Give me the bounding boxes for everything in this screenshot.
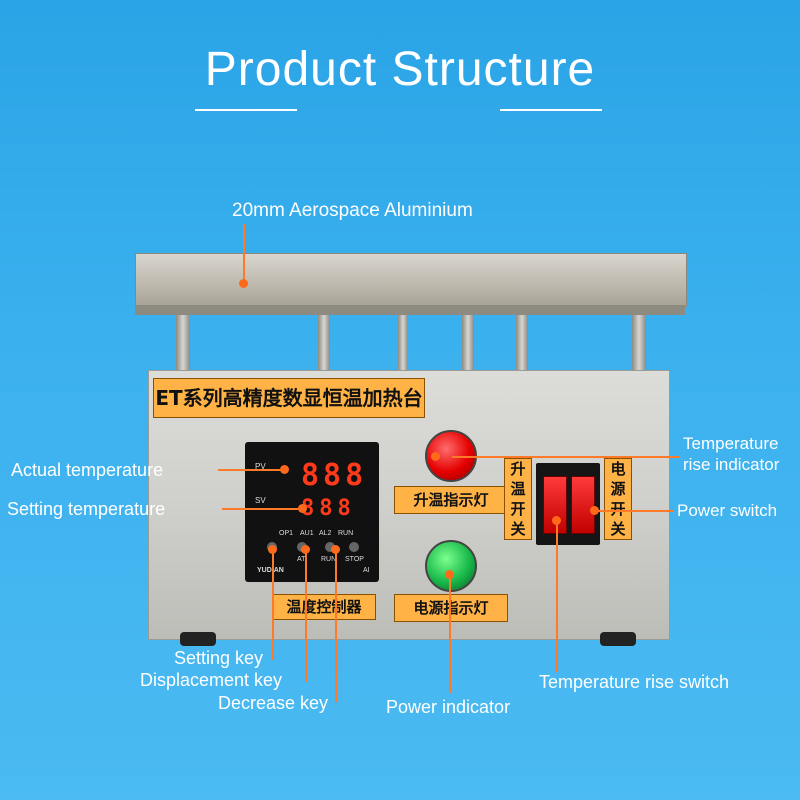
model-label: AI: [363, 567, 370, 574]
label-power-indicator: Power indicator: [386, 697, 511, 717]
support-post: [462, 310, 474, 370]
title-underline-left: [195, 109, 297, 111]
heat-indicator-label: 升温指示灯: [394, 486, 508, 514]
callout-line-power-switch: [594, 510, 674, 512]
label-setting-key: Setting key: [174, 648, 264, 668]
support-post: [318, 310, 330, 370]
label-decrease-key: Decrease key: [218, 693, 329, 713]
callout-line-actual-temp: [218, 469, 282, 471]
label-power-switch: Power switch: [677, 501, 778, 520]
callout-dot-temp-rise-indicator: [431, 452, 440, 461]
controller-label: 温度控制器: [272, 594, 376, 620]
callout-line-setting-key: [272, 550, 274, 660]
callout-dot-displacement-key: [301, 545, 310, 554]
run-key-label: RUN: [321, 556, 337, 563]
temperature-rise-switch[interactable]: [543, 476, 567, 534]
support-screw-right: [632, 310, 646, 372]
output-1-label: OP1: [279, 530, 294, 537]
callout-dot-temp-rise-switch: [552, 516, 561, 525]
thermocouple-rod: [398, 315, 408, 370]
output-2-label: AU1: [300, 530, 314, 537]
brand-logo: YUDIAN: [257, 567, 284, 574]
foot-left: [180, 632, 216, 646]
output-4-label: RUN: [338, 530, 354, 537]
title-underline-right: [500, 109, 602, 111]
callout-line-decrease-key: [335, 550, 337, 702]
foot-right: [600, 632, 636, 646]
increase-key[interactable]: [349, 542, 359, 552]
callout-line-displacement-key: [305, 550, 307, 682]
label-temp-rise-indicator-1: Temperature: [683, 434, 779, 453]
callout-dot-actual-temp: [280, 465, 289, 474]
support-post: [516, 310, 528, 370]
power-indicator-light: [425, 540, 477, 592]
callout-line-temp-rise-indicator: [452, 456, 680, 458]
label-setting-temperature: Setting temperature: [7, 499, 166, 519]
callout-line-aluminium: [243, 224, 245, 282]
callout-dot-aluminium: [239, 279, 248, 288]
callout-line-temp-rise-switch: [556, 520, 558, 672]
sv-label: SV: [255, 496, 266, 505]
callout-dot-setting-temp: [298, 504, 307, 513]
label-temp-rise-indicator-2: rise indicator: [683, 455, 780, 474]
support-screw-left: [176, 310, 190, 372]
output-3-label: AL2: [319, 530, 332, 537]
decrease-key[interactable]: [325, 542, 335, 552]
pv-display: 888: [301, 458, 368, 493]
callout-dot-power-indicator: [445, 570, 454, 579]
label-actual-temperature: Actual temperature: [11, 460, 164, 480]
panel-title-label: ET系列高精度数显恒温加热台: [153, 378, 425, 418]
stop-key-label: STOP: [345, 556, 364, 563]
power-switch[interactable]: [571, 476, 595, 534]
label-temp-rise-switch: Temperature rise switch: [539, 672, 730, 692]
label-displacement-key: Displacement key: [140, 670, 283, 690]
aluminium-top-plate: [135, 253, 687, 307]
switch-block: [536, 463, 600, 545]
at-key-label: AT: [297, 556, 306, 563]
callout-dot-decrease-key: [331, 545, 340, 554]
temperature-controller: PV 888 SV 888 OP1 AU1 AL2 RUN AT RUN STO…: [245, 442, 379, 582]
top-plate-edge: [135, 305, 685, 315]
heat-switch-label: 升温开关: [504, 458, 532, 540]
callout-line-power-indicator: [449, 575, 451, 693]
sv-display: 888: [301, 496, 356, 521]
power-indicator-label: 电源指示灯: [394, 594, 508, 622]
pv-label: PV: [255, 462, 266, 471]
callout-line-setting-temp: [222, 508, 300, 510]
power-switch-label: 电源开关: [604, 458, 632, 540]
page-title: Product Structure: [204, 43, 596, 96]
label-aluminium: 20mm Aerospace Aluminium: [232, 200, 473, 221]
callout-dot-power-switch: [590, 506, 599, 515]
callout-dot-setting-key: [268, 545, 277, 554]
